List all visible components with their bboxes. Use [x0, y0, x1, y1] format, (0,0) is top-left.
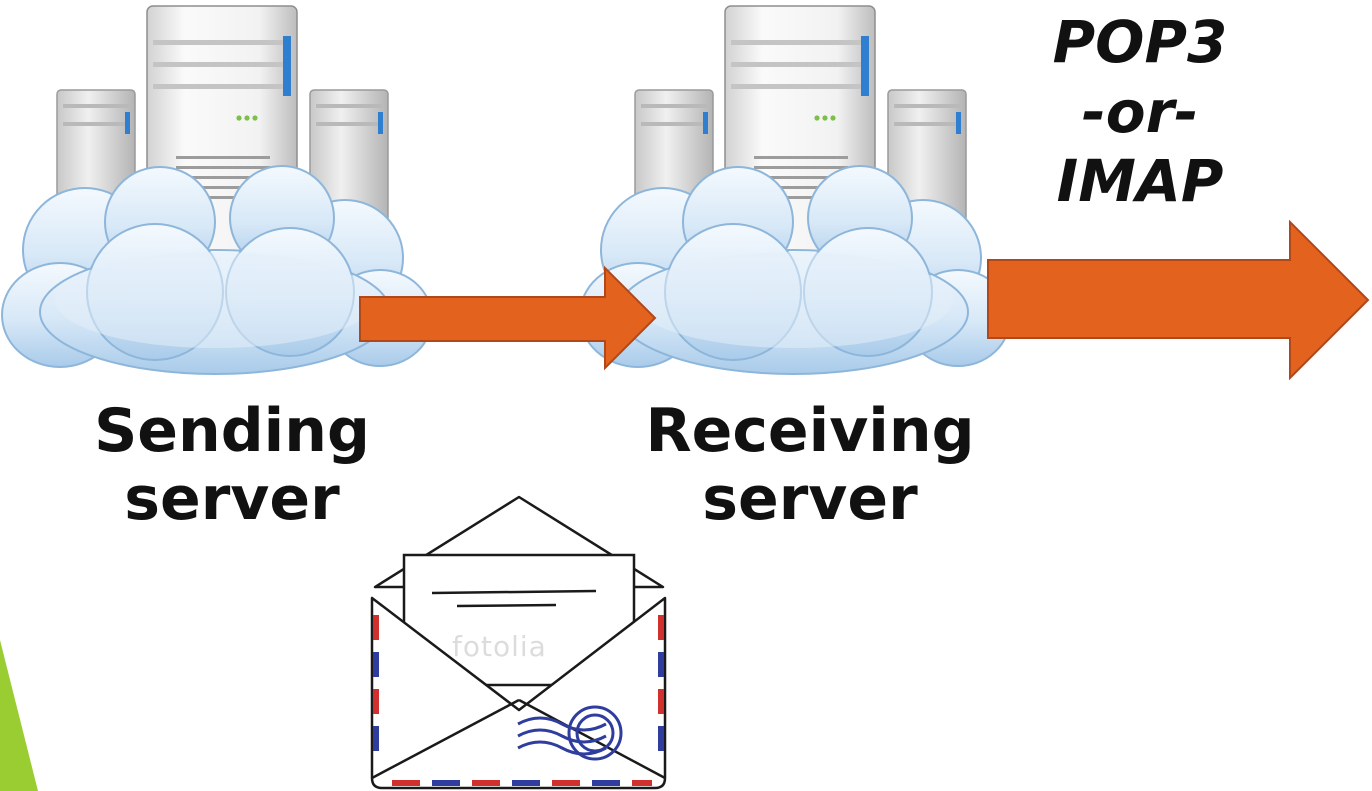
receiving-server-label: Receiving server	[600, 396, 1020, 534]
airmail-envelope-icon	[370, 495, 667, 790]
smtp-arrow	[359, 265, 657, 371]
receiving-label-line2: server	[702, 463, 918, 534]
accent-bar	[0, 640, 38, 791]
watermark-text: fotolia	[452, 630, 547, 663]
protocol-line-pop3: POP3	[1052, 8, 1228, 76]
sending-server-label: Sending server	[42, 396, 422, 534]
sending-label-line2: server	[124, 463, 340, 534]
protocol-line-or: -or-	[1081, 77, 1199, 146]
protocol-label: POP3 -or- IMAP	[1000, 8, 1280, 217]
retrieval-arrow	[987, 219, 1370, 381]
watermark: fotolia	[452, 630, 612, 663]
receiving-label-line1: Receiving	[645, 396, 975, 466]
sending-label-line1: Sending	[94, 396, 370, 466]
protocol-line-imap: IMAP	[1056, 147, 1224, 216]
